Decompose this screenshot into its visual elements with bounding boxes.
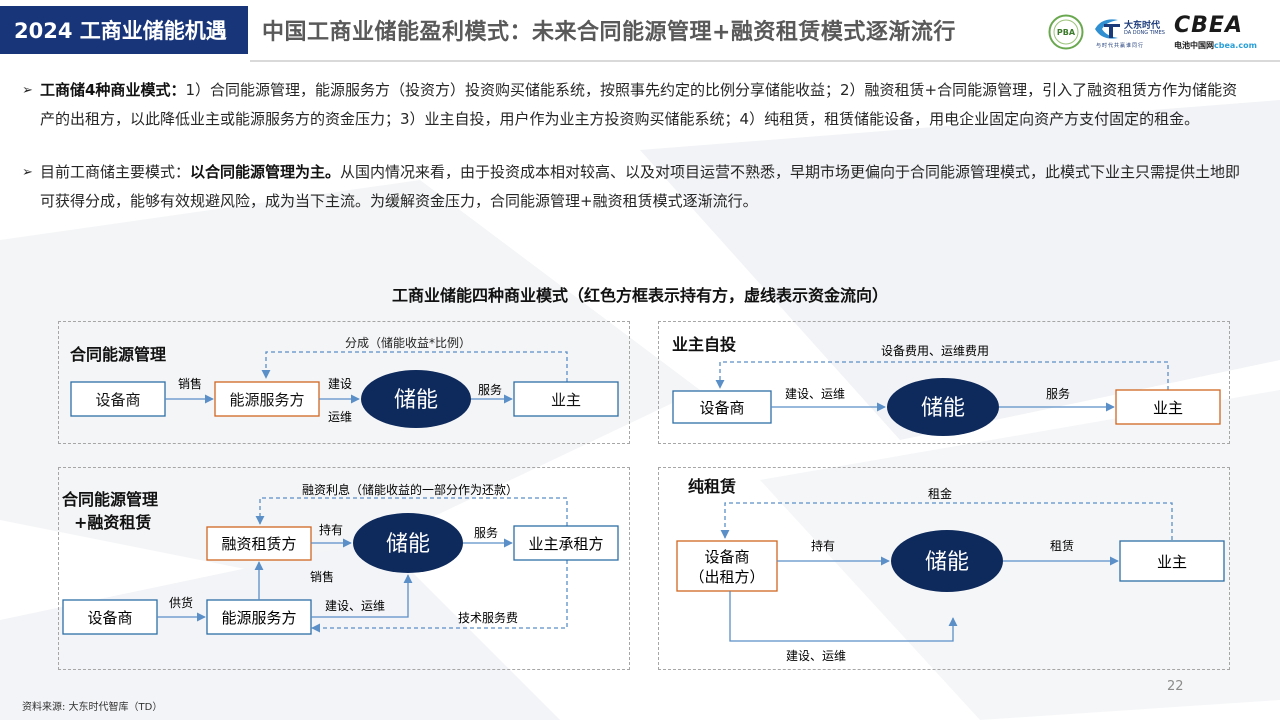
bullet-arrow-icon: ➢ (22, 83, 33, 98)
slide-header: 2024 工商业储能机遇 中国工商业储能盈利模式：未来合同能源管理+融资租赁模式… (0, 0, 1280, 62)
bullet-list: ➢ 工商储4种商业模式：1）合同能源管理，能源服务方（投资方）投资购买储能系统，… (22, 76, 1242, 232)
bullet-text: 从国内情况来看，由于投资成本相对较高、以及对项目运营不熟悉，早期市场更偏向于合同… (40, 163, 1241, 210)
section-tag-text: 2024 工商业储能机遇 (14, 19, 227, 43)
panel-contract-finance-lease (58, 467, 630, 670)
bullet-item: ➢ 工商储4种商业模式：1）合同能源管理，能源服务方（投资方）投资购买储能系统，… (22, 76, 1242, 134)
bullet-item: ➢ 目前工商储主要模式：以合同能源管理为主。从国内情况来看，由于投资成本相对较高… (22, 158, 1242, 216)
bullet-label: 工商储4种商业模式： (40, 81, 186, 99)
panel-pure-lease (658, 467, 1230, 670)
td-logo-name: 大东时代 (1124, 21, 1161, 31)
logo-group: PBA 大东时代 DA DONG TIMES 与时代共赢谁同行 CBEA 电池中… (1048, 12, 1273, 54)
source-note: 资料来源: 大东时代智库（TD） (22, 702, 163, 713)
cbea-logo: CBEA 电池中国网cbea.com (1174, 13, 1272, 52)
bullet-label: 以合同能源管理为主。 (190, 163, 341, 181)
section-tag: 2024 工商业储能机遇 (0, 6, 248, 54)
td-logo-slogan: 与时代共赢谁同行 (1096, 43, 1145, 49)
cbea-logo-word: CBEA (1174, 13, 1243, 38)
slide-title: 中国工商业储能盈利模式：未来合同能源管理+融资租赁模式逐渐流行 (262, 20, 956, 45)
diagram-title: 工商业储能四种商业模式（红色方框表示持有方，虚线表示资金流向） (391, 286, 888, 305)
bullet-arrow-icon: ➢ (22, 165, 33, 180)
pba-logo: PBA (1048, 14, 1084, 50)
cbea-logo-sub: 电池中国网cbea.com (1174, 41, 1257, 50)
panel-contract-energy (58, 321, 630, 444)
td-logo: 大东时代 DA DONG TIMES 与时代共赢谁同行 (1092, 16, 1172, 50)
td-logo-mark (1095, 19, 1120, 39)
bullet-prefix: 目前工商储主要模式： (40, 163, 191, 181)
panel-owner-invest (658, 321, 1230, 444)
bullet-text: 1）合同能源管理，能源服务方（投资方）投资购买储能系统，按照事先约定的比例分享储… (40, 81, 1238, 128)
td-logo-en: DA DONG TIMES (1124, 30, 1165, 36)
header-divider (250, 60, 1280, 62)
pba-logo-text: PBA (1057, 28, 1076, 37)
page-number: 22 (1167, 679, 1184, 694)
